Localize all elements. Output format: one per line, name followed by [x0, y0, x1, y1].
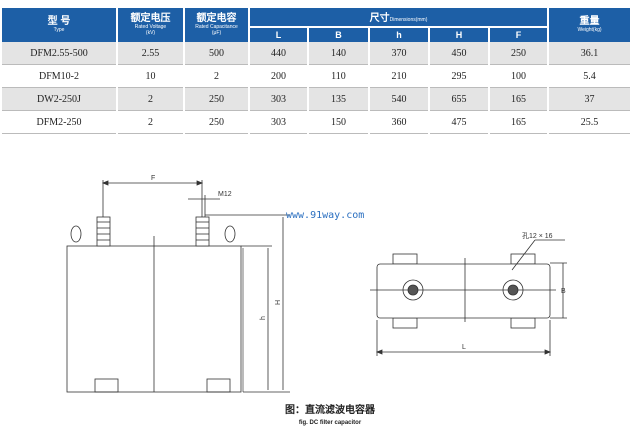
- table-cell: 475: [430, 111, 488, 134]
- label-hole: 孔12 × 16: [522, 232, 553, 240]
- table-cell: DFM2-250: [2, 111, 116, 134]
- label-L: L: [462, 344, 466, 351]
- table-cell: 135: [309, 88, 368, 111]
- table-cell: 303: [250, 111, 307, 134]
- table-cell: 303: [250, 88, 307, 111]
- table-cell: DW2-250J: [2, 88, 116, 111]
- table-cell: 165: [490, 88, 548, 111]
- table-cell: 100: [490, 65, 548, 88]
- terminal-right: [195, 180, 290, 247]
- table-cell: 500: [185, 42, 248, 65]
- table-cell: 250: [185, 88, 248, 111]
- table-cell: 150: [309, 111, 368, 134]
- label-M12: M12: [218, 191, 232, 198]
- table-cell: 25.5: [549, 111, 630, 134]
- header-h: h: [370, 26, 428, 42]
- label-B: B: [561, 288, 566, 295]
- table-cell: 2: [185, 65, 248, 88]
- table-cell: 2.55: [118, 42, 183, 65]
- table-cell: 36.1: [549, 42, 630, 65]
- table-cell: 250: [490, 42, 548, 65]
- header-dimensions: 尺寸Dimensions(mm): [250, 8, 548, 26]
- front-view: F M12 H h: [66, 175, 290, 393]
- header-B: B: [309, 26, 368, 42]
- table-cell: 165: [490, 111, 548, 134]
- table-cell: 2: [118, 111, 183, 134]
- caption-en: fig. DC filter capacitor: [299, 420, 362, 426]
- table-cell: 540: [370, 88, 428, 111]
- table-cell: 140: [309, 42, 368, 65]
- lifting-eye-left: [70, 225, 82, 243]
- table-cell: 370: [370, 42, 428, 65]
- table-cell: 210: [370, 65, 428, 88]
- table-cell: 250: [185, 111, 248, 134]
- terminal-left: [96, 180, 111, 247]
- header-H: H: [430, 26, 488, 42]
- lifting-eye-right: [224, 225, 236, 243]
- header-L: L: [250, 26, 307, 42]
- table-cell: 360: [370, 111, 428, 134]
- caption-cn: 图：直流滤波电容器: [285, 403, 376, 416]
- table-cell: 450: [430, 42, 488, 65]
- table-cell: 2: [118, 88, 183, 111]
- table-cell: DFM2.55-500: [2, 42, 116, 65]
- table-cell: 37: [549, 88, 630, 111]
- table-cell: 295: [430, 65, 488, 88]
- table-cell: 440: [250, 42, 307, 65]
- label-H: H: [275, 300, 282, 305]
- table-cell: 5.4: [549, 65, 630, 88]
- label-F: F: [151, 175, 155, 182]
- table-cell: 200: [250, 65, 307, 88]
- watermark: www.91way.com: [286, 210, 364, 221]
- header-F: F: [490, 26, 548, 42]
- table-cell: 655: [430, 88, 488, 111]
- label-h: h: [260, 316, 267, 320]
- table-cell: 110: [309, 65, 368, 88]
- table-cell: DFM10-2: [2, 65, 116, 88]
- table-cell: 10: [118, 65, 183, 88]
- top-view: 孔12 × 16 B L: [370, 232, 567, 356]
